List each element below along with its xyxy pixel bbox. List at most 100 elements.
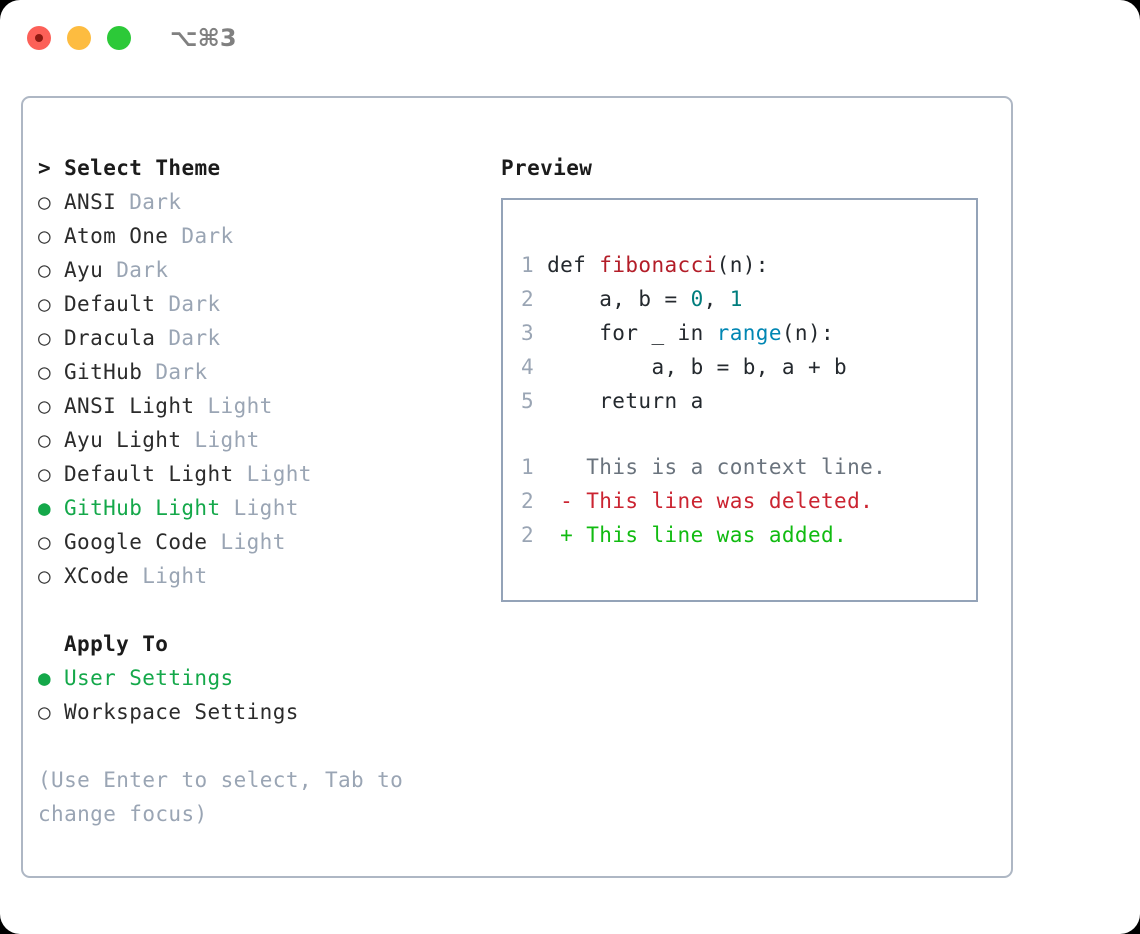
radio-unselected-icon: ○	[38, 530, 52, 554]
theme-option-label: Default	[64, 292, 156, 316]
diff-gutter-gap	[534, 489, 560, 513]
diff-line: 2 + This line was added.	[521, 518, 886, 552]
code-token-num: 1	[729, 287, 743, 311]
theme-option-ansi-light[interactable]: ○ANSI Light Light	[38, 389, 468, 423]
apply-to-option-label: Workspace Settings	[64, 700, 299, 724]
theme-option-google-code[interactable]: ○Google Code Light	[38, 525, 468, 559]
diff-line: 1 This is a context line.	[521, 450, 886, 484]
diff-text: This is a context line.	[573, 455, 887, 479]
radio-unselected-icon: ○	[38, 258, 52, 282]
theme-option-label: Default Light	[64, 462, 234, 486]
line-number-gap	[534, 389, 547, 413]
diff-line: 2 - This line was deleted.	[521, 484, 886, 518]
preview-heading: Preview	[501, 156, 593, 180]
theme-variant-badge: Dark	[129, 190, 182, 214]
theme-variant-badge: Dark	[116, 258, 169, 282]
code-token-plain: for _ in	[547, 321, 717, 345]
line-number-gap	[534, 253, 547, 277]
code-token-plain: (n):	[716, 253, 769, 277]
radio-unselected-icon: ○	[38, 700, 52, 724]
theme-option-github[interactable]: ○ GitHub Dark	[38, 355, 468, 389]
label-badge-gap	[207, 530, 220, 554]
radio-unselected-icon: ○	[38, 292, 52, 316]
code-token-num: 0	[690, 287, 704, 311]
theme-option-ansi[interactable]: ○ANSI Dark	[38, 185, 468, 219]
label-badge-gap	[116, 190, 129, 214]
theme-option-label: XCode	[64, 564, 130, 588]
label-badge-gap	[221, 496, 234, 520]
apply-to-option-user-settings[interactable]: ● User Settings	[38, 661, 468, 695]
apply-to-option-workspace-settings[interactable]: ○ Workspace Settings	[38, 695, 468, 729]
code-token-call: range	[716, 321, 782, 345]
apply-to-list: ● User Settings ○ Workspace Settings	[38, 661, 468, 729]
window-shortcut-label: ⌥⌘3	[170, 24, 237, 52]
line-number-gap	[534, 355, 547, 379]
theme-option-label: Atom One	[64, 224, 169, 248]
theme-option-ayu-light[interactable]: ○Ayu Light Light	[38, 423, 468, 457]
theme-option-dracula[interactable]: ○Dracula Dark	[38, 321, 468, 355]
radio-selected-icon: ●	[38, 666, 52, 690]
label-badge-gap	[155, 326, 168, 350]
diff-line-number: 2	[521, 523, 535, 547]
main-panel: > Select Theme ○ANSI Dark○Atom One Dark○…	[21, 96, 1013, 878]
theme-variant-badge: Dark	[155, 360, 208, 384]
line-number-gap	[534, 287, 547, 311]
label-badge-gap	[194, 394, 207, 418]
code-line: 4 a, b = b, a + b	[521, 350, 847, 384]
code-token-plain: ,	[703, 287, 730, 311]
theme-option-default-light[interactable]: ○Default Light Light	[38, 457, 468, 491]
code-token-plain: a, b = b, a + b	[547, 355, 848, 379]
theme-option-atom-one[interactable]: ○Atom One Dark	[38, 219, 468, 253]
theme-option-label: Google Code	[64, 530, 208, 554]
theme-option-label: GitHub	[64, 360, 143, 384]
label-badge-gap	[168, 224, 181, 248]
theme-option-label: Dracula	[64, 326, 156, 350]
diff-marker: -	[560, 489, 574, 513]
radio-selected-icon: ●	[38, 496, 52, 520]
theme-option-label: GitHub Light	[64, 496, 221, 520]
maximize-window-button[interactable]	[107, 26, 131, 50]
hint-spacer	[38, 729, 468, 763]
theme-option-ayu[interactable]: ○Ayu Dark	[38, 253, 468, 287]
code-token-fn: fibonacci	[599, 253, 717, 277]
theme-option-label: ANSI	[64, 190, 117, 214]
theme-option-xcode[interactable]: ○XCode Light	[38, 559, 468, 593]
label-badge-gap	[155, 292, 168, 316]
code-token-plain: (n):	[781, 321, 835, 345]
title-bar: ⌥⌘3	[0, 0, 1140, 78]
code-token-plain: def	[547, 253, 600, 277]
code-line-number: 4	[521, 355, 535, 379]
theme-variant-badge: Light	[142, 564, 208, 588]
diff-marker	[560, 455, 573, 479]
code-line: 3 for _ in range(n):	[521, 316, 847, 350]
theme-variant-badge: Light	[246, 462, 312, 486]
radio-unselected-icon: ○	[38, 326, 52, 350]
theme-variant-badge: Light	[207, 394, 273, 418]
label-badge-gap	[129, 564, 142, 588]
label-badge-gap	[181, 428, 194, 452]
code-line-number: 5	[521, 389, 535, 413]
theme-option-github-light[interactable]: ● GitHub Light Light	[38, 491, 468, 525]
radio-unselected-icon: ○	[38, 394, 52, 418]
diff-sample: 1 This is a context line.2 - This line w…	[521, 450, 886, 552]
minimize-window-button[interactable]	[67, 26, 91, 50]
radio-unselected-icon: ○	[38, 360, 52, 384]
close-window-button[interactable]	[27, 26, 51, 50]
theme-option-default[interactable]: ○Default Dark	[38, 287, 468, 321]
code-line: 1 def fibonacci(n):	[521, 248, 847, 282]
theme-list: ○ANSI Dark○Atom One Dark○Ayu Dark○Defaul…	[38, 185, 468, 593]
diff-gutter-gap	[534, 523, 560, 547]
diff-line-number: 1	[521, 455, 535, 479]
code-token-plain: return a	[547, 389, 704, 413]
preview-column: Preview 1 def fibonacci(n):2 a, b = 0, 1…	[501, 151, 1001, 602]
diff-text: This line was deleted.	[573, 489, 874, 513]
code-line-number: 3	[521, 321, 535, 345]
select-theme-heading: > Select Theme	[38, 156, 221, 180]
apply-to-heading: Apply To	[64, 632, 169, 656]
label-badge-gap	[142, 360, 155, 384]
code-line-number: 1	[521, 253, 535, 277]
apply-to-option-label: User Settings	[64, 666, 234, 690]
theme-variant-badge: Light	[233, 496, 299, 520]
